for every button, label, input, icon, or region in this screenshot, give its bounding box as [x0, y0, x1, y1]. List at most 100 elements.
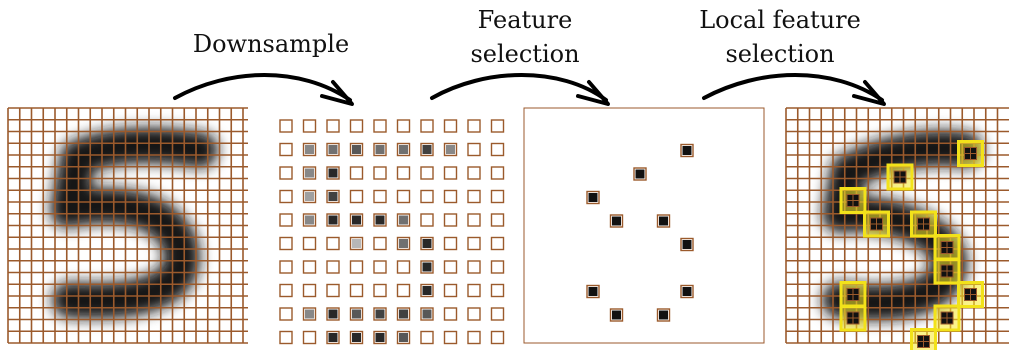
local-patch [933, 304, 961, 332]
downsampled-cell [373, 166, 387, 180]
downsampled-cell [279, 260, 293, 274]
local-feature-label-line1: Local feature [699, 6, 861, 34]
downsampled-cell [373, 283, 387, 298]
downsampled-ink [328, 309, 338, 319]
downsampled-ink [328, 333, 338, 342]
downsampled-cell [349, 189, 364, 204]
downsampled-ink [399, 215, 408, 225]
downsampled-cell [490, 283, 505, 298]
local-patch [933, 234, 961, 261]
local-patch [957, 140, 984, 167]
downsampled-ink [422, 239, 432, 248]
downsampled-cell [467, 189, 481, 204]
local-patch [933, 257, 961, 285]
downsampled-cell [349, 119, 364, 133]
original-digit-panel [7, 107, 248, 344]
downsampled-cell [373, 119, 387, 133]
fine-grid [7, 107, 248, 344]
downsampled-cell [396, 119, 411, 133]
selected-ink [612, 310, 621, 320]
downsampled-cell [420, 166, 434, 180]
downsampled-cell [326, 260, 340, 274]
downsampled-cell [443, 213, 458, 227]
downsampled-ink [422, 145, 432, 154]
downsampled-ink [305, 309, 314, 319]
downsampled-ink [352, 145, 361, 154]
downsampled-cell [443, 236, 458, 251]
patch-frame [933, 257, 961, 285]
downsampled-panel [279, 119, 505, 345]
downsampled-cell [420, 330, 434, 345]
downsampled-ink [305, 145, 314, 154]
downsampled-cell [467, 307, 481, 321]
local-patch [839, 187, 867, 214]
downsampled-ink [305, 168, 314, 178]
downsampled-ink [305, 192, 314, 201]
downsampled-cell [396, 189, 411, 204]
downsampled-cell [302, 283, 317, 298]
downsampled-cell [443, 166, 458, 180]
local-features-panel [785, 107, 1009, 354]
local-patches [839, 140, 984, 354]
downsampled-cell [279, 166, 293, 180]
downsampled-cell [443, 330, 458, 345]
downsampled-cell [279, 213, 293, 227]
downsampled-ink [328, 192, 338, 201]
downsampled-cell [490, 213, 505, 227]
downsampled-ink [422, 286, 432, 295]
downsampled-cell [490, 166, 505, 180]
local-patch [863, 210, 890, 238]
downsampled-cell [443, 189, 458, 204]
downsampled-ink [422, 309, 432, 319]
downsampled-ink [352, 215, 361, 225]
arrows [173, 73, 886, 106]
downsampled-ink [399, 309, 408, 319]
downsampled-cell [302, 330, 317, 345]
downsampled-cell [490, 330, 505, 345]
local-patch [886, 163, 914, 191]
downsampled-ink [328, 215, 338, 225]
downsampled-cell [443, 307, 458, 321]
downsampled-cell [349, 166, 364, 180]
downsampled-cell [467, 166, 481, 180]
local-patch [957, 281, 984, 308]
downsampled-ink [375, 309, 385, 319]
downsampled-cell [279, 236, 293, 251]
local-patch [910, 328, 937, 354]
downsampled-cell [326, 283, 340, 298]
downsampled-cell [302, 236, 317, 251]
downsampled-cell [490, 189, 505, 204]
digit-five-stroke [50, 127, 218, 319]
downsampled-cell [467, 330, 481, 345]
selected-ink [682, 146, 692, 155]
downsampled-cell [490, 236, 505, 251]
selected-ink [682, 240, 692, 249]
downsampled-cell [279, 307, 293, 321]
downsampled-cell [396, 166, 411, 180]
downsampled-cell [443, 283, 458, 298]
downsampled-cell [396, 283, 411, 298]
downsampled-ink [375, 215, 385, 225]
downsampled-cell [467, 283, 481, 298]
local-patch [839, 304, 867, 332]
downsampled-cell [373, 189, 387, 204]
selected-ink [588, 193, 598, 202]
downsampled-cell [490, 307, 505, 321]
downsampled-cell [349, 260, 364, 274]
downsampled-cell [420, 189, 434, 204]
downsampled-cell [467, 260, 481, 274]
selected-features-panel [523, 107, 765, 344]
downsampled-cell [467, 142, 481, 157]
downsampled-cell [490, 142, 505, 157]
downsampled-cell [373, 260, 387, 274]
downsampled-cell [490, 119, 505, 133]
downsampled-cell [349, 236, 364, 251]
selected-ink [659, 310, 668, 320]
downsampled-ink [352, 239, 361, 248]
downsampled-cell [279, 119, 293, 133]
downsampled-cell [467, 213, 481, 227]
downsampled-ink [328, 145, 338, 154]
downsampled-cell [443, 260, 458, 274]
local-patch [910, 210, 937, 238]
